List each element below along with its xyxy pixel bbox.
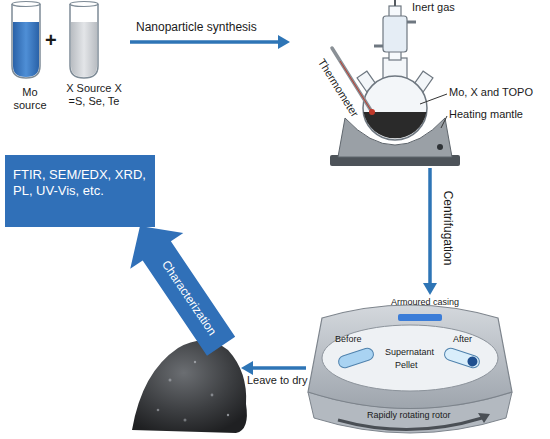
tube-before [337,347,375,370]
powder-grain [227,414,229,416]
gas-inlet [394,0,396,6]
step-label: Nanoparticle synthesis [136,20,257,34]
dried-powder [132,340,247,433]
condenser-nozzle [407,21,416,24]
step-label: Centrifugation [441,191,455,266]
part-label: Pellet [395,360,418,371]
powder-grain [211,394,214,397]
tube-outline [70,4,98,78]
box-text: FTIR, SEM/EDX, XRD, PL, UV-Vis, etc. [13,167,149,198]
arrow-shaft [252,366,306,370]
powder-grain [184,419,187,422]
flow-arrow [423,168,437,295]
reaction-mixture [364,112,427,138]
plus-sign: + [45,28,57,52]
reflux-apparatus [330,0,460,166]
gray-liquid [71,22,97,77]
process-box: FTIR, SEM/EDX, XRD, PL, UV-Vis, etc. [5,155,155,227]
mantle-knob [437,144,443,150]
part-label: Supernatant [385,347,434,358]
rotation-arrowhead [478,413,490,423]
part-label: Thermometer [315,57,361,120]
thermometer-bulb [369,109,375,115]
reagent-label: X Source X =S, Se, Te [60,82,128,108]
powder-grain [169,379,172,382]
part-label: Inert gas [412,1,455,14]
part-label: Mo, X and TOPO [449,86,533,99]
pellet-mark [466,355,479,368]
powder-grain [194,361,196,363]
armoured-casing [308,305,512,409]
casing-lid [398,314,442,321]
arrow-head [241,361,253,375]
arrow-head [423,283,437,295]
powder-grain [157,409,160,412]
flow-arrow [130,35,290,49]
tube-body [443,347,481,370]
dry-arrow [241,361,306,375]
arrow-shaft [428,168,432,285]
tube-body [337,347,375,370]
reagent-tube: Mo source [5,2,55,114]
arrow-shaft [130,40,280,44]
part-label: Rapidly rotating rotor [367,410,451,421]
part-label: After [453,334,472,345]
part-label: Heating mantle [449,108,523,121]
block-arrow [113,208,247,364]
centrifuge: Armoured casingBefore AfterSupernatantPel… [305,295,520,437]
reagent-tube: X Source X =S, Se, Te [58,2,130,114]
powder-mound [132,340,247,433]
step-label: Leave to dry [247,374,308,387]
round-flask [363,76,427,140]
arrow-head [278,35,290,49]
part-label: Before [335,334,362,345]
test-tube-mo [12,2,40,79]
reagent-label: Mo source [5,86,55,112]
centrifuge-illustration [308,305,512,433]
synthesis-apparatus: Inert gasThermometer Mo, X and TOPO Heatin… [290,0,542,168]
characterization-arrow [113,208,247,364]
condenser-nozzle [374,45,383,48]
part-label: Armoured casing [391,297,459,308]
leader-line [420,94,447,104]
tube-rim [70,2,98,7]
leader-line [441,116,447,128]
test-tube-x [70,2,98,79]
tube-outline [12,4,40,78]
condenser-jacket [383,16,407,52]
tube-rim [12,2,40,7]
tube-after [443,347,481,370]
blue-liquid [13,22,39,77]
rotor-chamber [322,325,498,391]
